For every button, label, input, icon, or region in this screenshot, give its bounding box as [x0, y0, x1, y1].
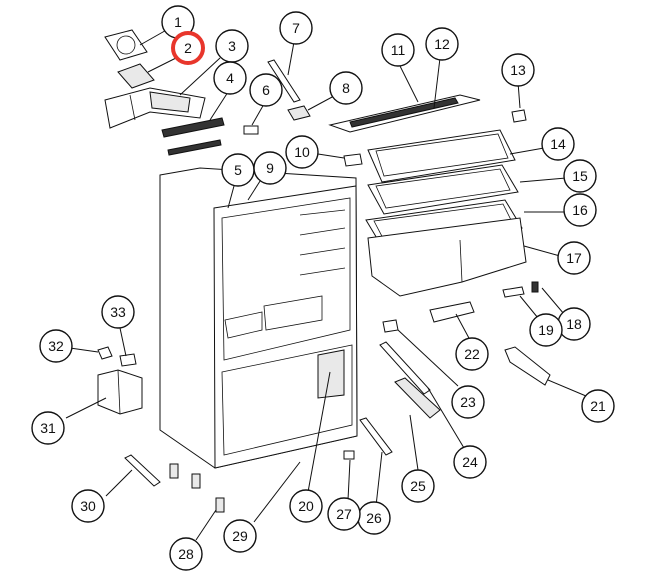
- callout-13: 13: [501, 53, 535, 87]
- part-28-foot: [215, 497, 225, 513]
- callout-13-label: 13: [510, 62, 526, 78]
- callout-20-label: 20: [298, 498, 314, 514]
- part-24-slide: [379, 341, 431, 395]
- part-17-crisper: [367, 217, 527, 297]
- part-23-clip: [382, 319, 399, 333]
- callout-19-label: 19: [538, 322, 554, 338]
- callout-28-label: 28: [178, 546, 194, 562]
- callout-4: 4: [213, 61, 247, 95]
- callout-6: 6: [249, 73, 283, 107]
- callout-5: 5: [221, 153, 255, 187]
- callout-30: 30: [71, 489, 105, 523]
- callout-32: 32: [39, 329, 73, 363]
- callout-15-label: 15: [572, 168, 588, 184]
- callout-29-label: 29: [232, 528, 248, 544]
- callout-30-label: 30: [80, 498, 96, 514]
- part-25-track: [394, 377, 441, 419]
- part-3-housing: [104, 87, 206, 129]
- callout-20: 20: [289, 489, 323, 523]
- callout-11: 11: [381, 33, 415, 67]
- refrigerator-cabinet: [159, 167, 358, 469]
- part-19-hinge: [502, 286, 525, 298]
- callout-5-label: 5: [234, 162, 242, 178]
- part-7-rail: [267, 59, 301, 103]
- part-30-rail: [124, 454, 161, 487]
- part-1-frame: [104, 29, 148, 61]
- part-22-handle: [429, 301, 475, 323]
- callout-8-label: 8: [342, 80, 350, 96]
- part-33-clip: [119, 353, 137, 367]
- callout-32-label: 32: [48, 338, 64, 354]
- part-27-foot: [343, 450, 355, 460]
- part-8-block: [287, 105, 311, 121]
- callout-25-label: 25: [410, 478, 426, 494]
- part-4-strip: [161, 117, 225, 156]
- part-26-rail: [359, 417, 393, 456]
- callout-22-label: 22: [464, 346, 480, 362]
- callout-12: 12: [425, 27, 459, 61]
- part-18-clip: [531, 281, 539, 293]
- part-15-shelf: [367, 164, 519, 215]
- part-2-filter: [117, 63, 155, 89]
- callout-26: 26: [357, 501, 391, 535]
- part-28-foot-c: [191, 473, 201, 489]
- callout-28: 28: [169, 537, 203, 571]
- callout-2-highlighted: 2: [171, 31, 205, 65]
- callout-31-label: 31: [40, 420, 56, 436]
- callout-3: 3: [215, 29, 249, 63]
- callout-27: 27: [327, 497, 361, 531]
- callout-22: 22: [455, 337, 489, 371]
- callout-2-label: 2: [184, 40, 192, 56]
- callout-6-label: 6: [262, 82, 270, 98]
- callout-25: 25: [401, 469, 435, 503]
- callout-18-label: 18: [566, 316, 582, 332]
- callout-8: 8: [329, 71, 363, 105]
- part-31-box: [97, 369, 143, 415]
- callout-14-label: 14: [550, 136, 566, 152]
- callout-16-label: 16: [572, 202, 588, 218]
- callout-10: 10: [285, 135, 319, 169]
- part-10-hinge: [343, 153, 363, 167]
- part-13-bracket: [511, 109, 527, 123]
- callout-7: 7: [279, 11, 313, 45]
- callout-27-label: 27: [336, 506, 352, 522]
- callout-31: 31: [31, 411, 65, 445]
- callout-14: 14: [541, 127, 575, 161]
- callout-19: 19: [529, 313, 563, 347]
- callout-4-label: 4: [226, 70, 234, 86]
- callout-11-label: 11: [391, 42, 406, 58]
- part-6-clip: [243, 125, 259, 135]
- callout-29: 29: [223, 519, 257, 553]
- callout-7-label: 7: [292, 20, 300, 36]
- part-21-bin: [504, 346, 551, 386]
- callout-15: 15: [563, 159, 597, 193]
- callout-26-label: 26: [366, 510, 382, 526]
- callout-21-label: 21: [590, 398, 606, 414]
- callout-23: 23: [451, 385, 485, 419]
- callout-23-label: 23: [460, 394, 476, 410]
- callout-9-label: 9: [266, 160, 274, 176]
- part-14-shelf: [367, 129, 516, 183]
- part-32-clip: [97, 346, 113, 360]
- part-28-foot-b: [169, 463, 179, 479]
- callout-21: 21: [581, 389, 615, 423]
- callout-9: 9: [253, 151, 287, 185]
- callout-12-label: 12: [434, 36, 450, 52]
- callout-18: 18: [557, 307, 591, 341]
- callout-10-label: 10: [294, 144, 310, 160]
- callout-24-label: 24: [462, 454, 478, 470]
- callout-17-label: 17: [566, 250, 582, 266]
- callout-33: 33: [101, 295, 135, 329]
- callout-3-label: 3: [228, 38, 236, 54]
- callout-24: 24: [453, 445, 487, 479]
- callout-33-label: 33: [110, 304, 126, 320]
- callout-16: 16: [563, 193, 597, 227]
- callout-17: 17: [557, 241, 591, 275]
- callout-1-label: 1: [174, 14, 182, 30]
- part-11-bar: [328, 94, 481, 133]
